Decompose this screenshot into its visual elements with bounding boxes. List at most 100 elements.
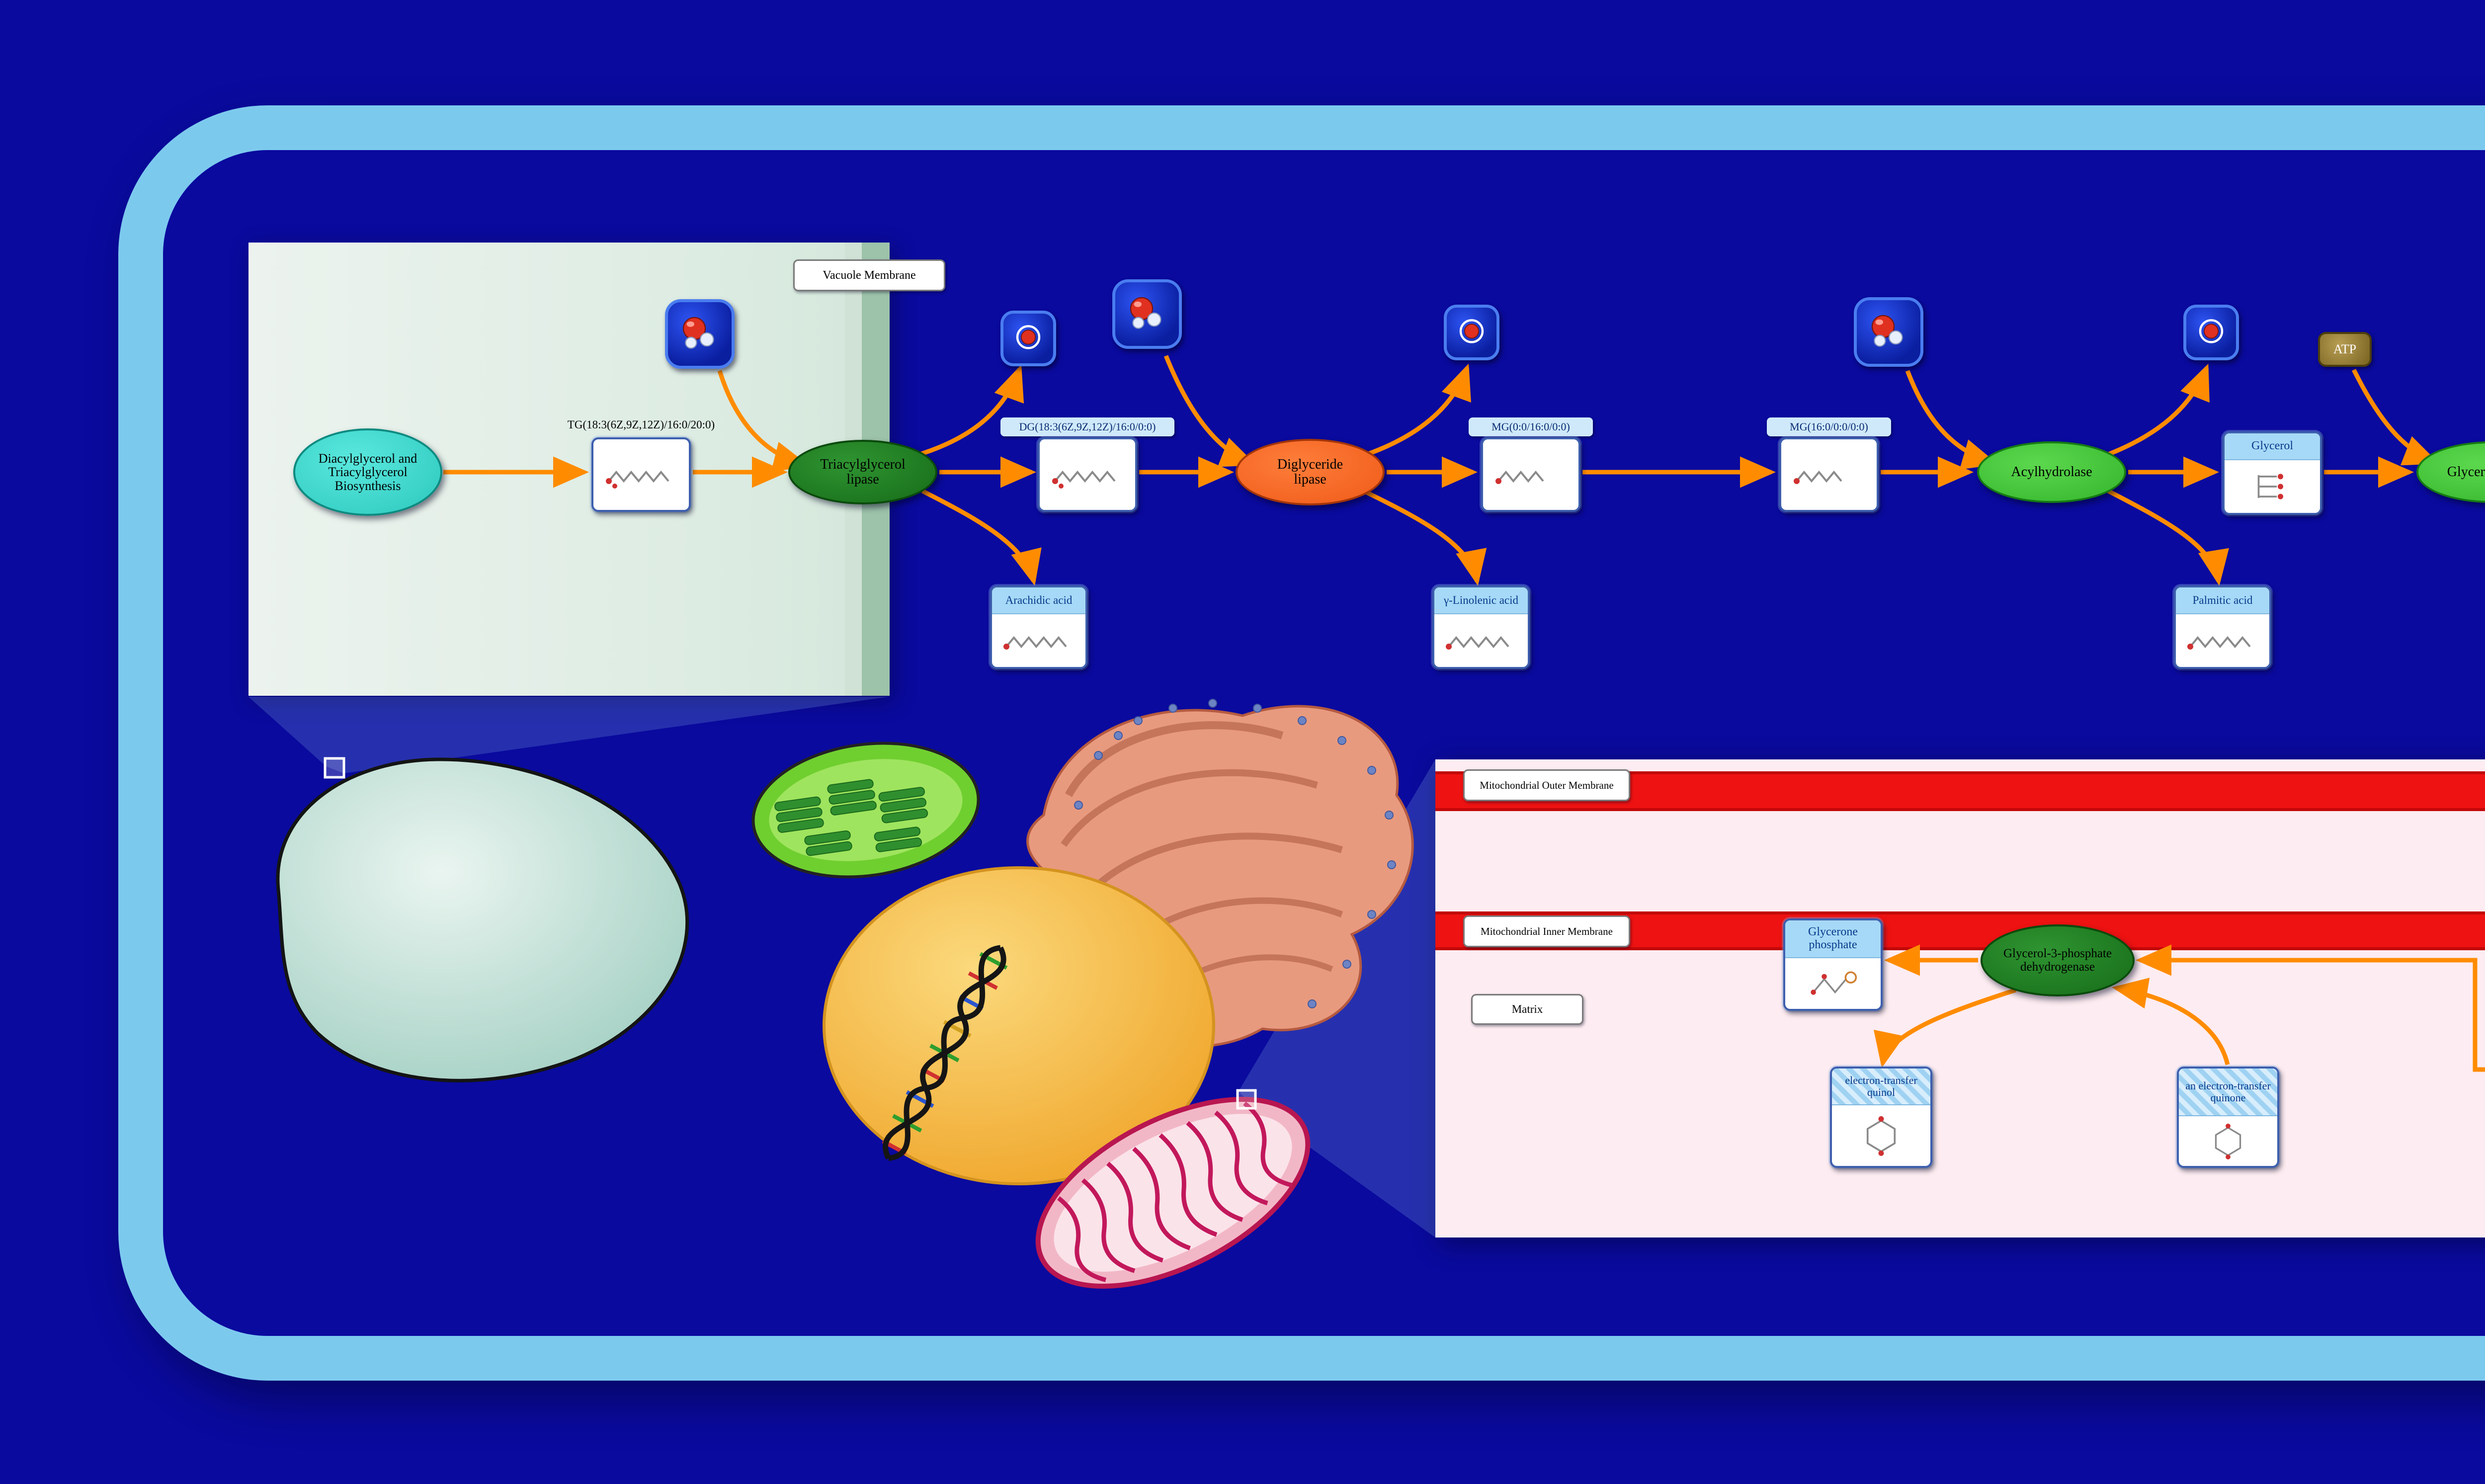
arrow-quinone-to-dehydrogenase <box>2112 978 2230 1066</box>
enzyme-diglyceride-lipase[interactable]: Diglyceride lipase <box>1236 439 1385 505</box>
water-icon[interactable] <box>1854 297 1923 367</box>
arrow-water-to-acylhydrolase <box>1905 370 1998 470</box>
organelle-nucleus <box>823 866 1215 1185</box>
mg2-structure <box>1781 439 1877 510</box>
organelle-mitochondrion <box>1035 1097 1311 1289</box>
mitochondrial-inner-membrane-label: Mitochondrial Inner Membrane <box>1463 915 1630 947</box>
enzyme-triacylglycerol-lipase[interactable]: Triacylglycerol lipase <box>788 440 937 504</box>
glycerol-label: Glycerol <box>2225 433 2320 460</box>
metabolite-label-dg: DG(18:3(6Z,9Z,12Z)/16:0/0:0) <box>1000 417 1174 436</box>
mitochondrial-outer-membrane-text: Mitochondrial Outer Membrane <box>1480 779 1614 791</box>
metabolite-glycerol[interactable]: Glycerol <box>2223 431 2322 515</box>
water-icon[interactable] <box>665 299 735 369</box>
hydrogen-ion-glyph <box>1459 319 1484 343</box>
chemical-structure <box>1866 1116 1896 1156</box>
metabolite-glycerone-phosphate[interactable]: Glycerone phosphate <box>1783 918 1883 1011</box>
mg1-label-text: MG(0:0/16:0/0:0) <box>1491 420 1570 433</box>
hydrogen-ion-glyph <box>1016 325 1041 349</box>
organelle-vacuole <box>276 757 689 1082</box>
metabolite-dg[interactable] <box>1038 437 1137 512</box>
chemical-structure <box>1811 971 1857 995</box>
arrow-water-to-dglipase <box>1163 355 1257 467</box>
hydrogen-ion-icon[interactable] <box>2183 305 2239 360</box>
vacuole-zoom-lens[interactable] <box>324 757 345 779</box>
chemical-structure <box>1052 470 1116 489</box>
glycerol-structure <box>2225 460 2320 513</box>
quinol-label: electron-transfer quinol <box>1832 1069 1930 1105</box>
enzyme-glycerol-kinase-label: Glycerol kinase <box>2447 464 2485 480</box>
enzyme-diglyceride-lipase-label: Diglyceride lipase <box>1277 457 1343 487</box>
arrow-taglipase-to-arachidic <box>921 489 1042 586</box>
arrow-dglipase-to-linolenic <box>1365 490 1487 586</box>
dna-helix <box>882 945 1008 1161</box>
cell-membrane-frame <box>118 105 2485 1381</box>
mitochondria-zoom-lens[interactable] <box>1236 1089 1257 1110</box>
metabolite-linolenic-acid[interactable]: γ-Linolenic acid <box>1432 585 1530 669</box>
chemical-structure <box>606 470 669 489</box>
chemical-structure <box>1446 636 1509 650</box>
organelle-chloroplast <box>751 742 980 879</box>
enzyme-triacylglycerol-lipase-label: Triacylglycerol lipase <box>820 457 906 487</box>
palmitic-acid-label: Palmitic acid <box>2176 587 2269 614</box>
arrow-g3pmatrix-to-dehydrogenase <box>2136 944 2485 1072</box>
chemical-structure <box>1003 636 1067 650</box>
hydrogen-ion-icon[interactable] <box>1444 305 1499 360</box>
water-icon[interactable] <box>1112 279 1182 349</box>
tg-structure <box>593 439 689 510</box>
metabolite-mg1[interactable] <box>1481 437 1580 512</box>
metabolite-mg2[interactable] <box>1779 437 1879 512</box>
mitochondrial-outer-membrane-label: Mitochondrial Outer Membrane <box>1463 769 1630 801</box>
arrow-taglipase-to-proton <box>912 364 1024 459</box>
water-molecule-glyph <box>1871 315 1903 347</box>
metabolite-palmitic-acid[interactable]: Palmitic acid <box>2174 585 2271 669</box>
atp-node[interactable]: ATP <box>2318 332 2372 367</box>
matrix-text: Matrix <box>1511 1003 1543 1015</box>
metabolite-quinol[interactable]: electron-transfer quinol <box>1830 1067 1932 1168</box>
vacuole-membrane-text: Vacuole Membrane <box>823 268 916 282</box>
atp-label: ATP <box>2333 342 2357 356</box>
chemical-structure <box>1495 470 1544 484</box>
mg1-structure <box>1483 439 1578 510</box>
water-molecule-glyph <box>1130 297 1161 329</box>
arrow-dglipase-to-proton <box>1365 363 1471 457</box>
mg2-label-text: MG(16:0/0:0/0:0) <box>1790 420 1868 433</box>
hydrogen-ion-glyph <box>2199 319 2224 343</box>
arrow-water-to-taglipase <box>717 370 810 473</box>
glycerone-phosphate-label: Glycerone phosphate <box>1785 920 1881 958</box>
metabolite-label-mg2: MG(16:0/0:0/0:0) <box>1767 417 1891 436</box>
arrow-acylhydrolase-to-palmitic <box>2107 489 2229 586</box>
chemical-structure <box>1794 470 1842 484</box>
arrow-acylhydrolase-to-proton <box>2106 363 2210 457</box>
mitochondria-zoom-panel <box>1435 759 2485 1237</box>
linolenic-acid-label: γ-Linolenic acid <box>1434 587 1528 614</box>
enzyme-acylhydrolase[interactable]: Acylhydrolase <box>1977 441 2126 503</box>
pathway-node-biosynthesis[interactable]: Diacylglycerol and Triacylglycerol Biosy… <box>293 428 442 516</box>
chemical-structure <box>2187 636 2251 650</box>
palmitic-acid-structure <box>2176 614 2269 667</box>
quinone-structure <box>2179 1116 2277 1166</box>
glycerone-phosphate-structure <box>1785 958 1881 1009</box>
arrow-dehydrogenase-to-quinol <box>1874 988 2017 1068</box>
matrix-label: Matrix <box>1471 994 1583 1025</box>
arachidic-acid-label: Arachidic acid <box>992 587 1085 614</box>
linolenic-acid-structure <box>1434 614 1528 667</box>
metabolite-quinone[interactable]: an electron-transfer quinone <box>2177 1067 2279 1168</box>
quinone-label: an electron-transfer quinone <box>2179 1069 2277 1116</box>
hydrogen-ion-icon[interactable] <box>1000 311 1056 366</box>
enzyme-acylhydrolase-label: Acylhydrolase <box>2011 464 2092 480</box>
enzyme-g3p-dehydrogenase-label: Glycerol-3-phosphate dehydrogenase <box>2003 947 2112 974</box>
chemical-structure <box>2215 1123 2241 1159</box>
mitochondrial-inner-membrane-text: Mitochondrial Inner Membrane <box>1481 925 1613 937</box>
metabolite-tg[interactable] <box>591 437 691 512</box>
chemical-structure <box>2257 474 2283 499</box>
dg-label-text: DG(18:3(6Z,9Z,12Z)/16:0/0:0) <box>1019 420 1156 433</box>
enzyme-g3p-dehydrogenase[interactable]: Glycerol-3-phosphate dehydrogenase <box>1981 924 2135 996</box>
vacuole-zoom-wedge <box>248 697 889 773</box>
dg-structure <box>1040 439 1135 510</box>
quinol-structure <box>1832 1105 1930 1166</box>
arachidic-acid-structure <box>992 614 1085 667</box>
metabolite-arachidic-acid[interactable]: Arachidic acid <box>990 585 1087 669</box>
